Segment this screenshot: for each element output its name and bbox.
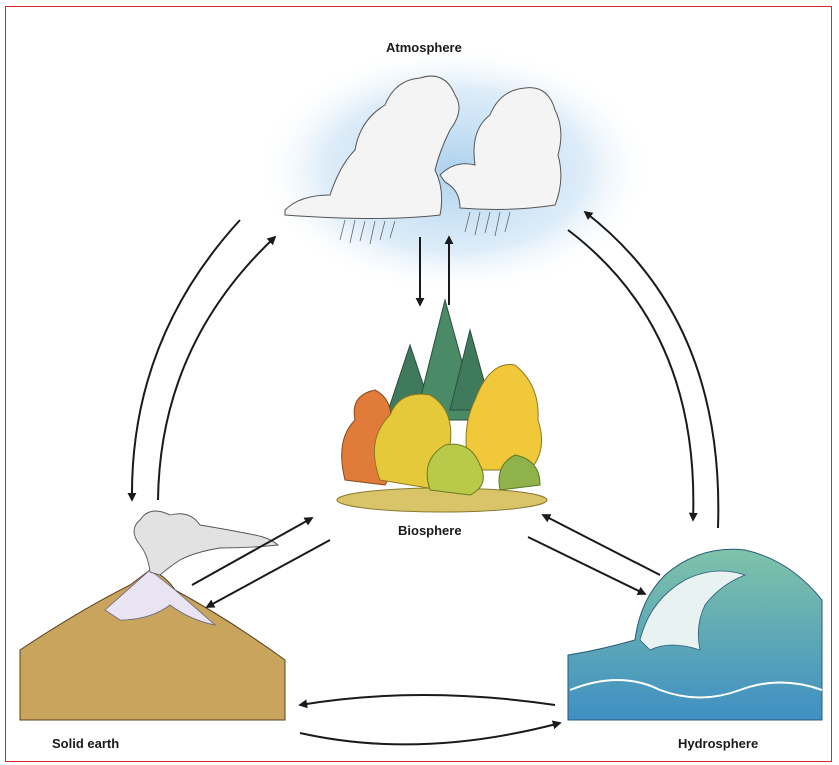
biosphere-illustration	[336, 298, 548, 513]
arrow-solid-earth-to-biosphere	[191, 517, 314, 586]
arrow-biosphere-to-solid-earth	[205, 539, 331, 608]
arrow-solid-earth-to-atmosphere	[157, 235, 277, 501]
label-biosphere: Biosphere	[398, 523, 462, 538]
rain-streaks	[339, 211, 511, 245]
hydrosphere-illustration	[567, 548, 823, 721]
figure-frame	[5, 6, 832, 762]
arrow-atmosphere-to-solid-earth	[127, 219, 241, 502]
wave-crest-line	[569, 679, 823, 699]
arrow-hydrosphere-to-biosphere	[541, 514, 661, 576]
label-solid-earth: Solid earth	[52, 736, 120, 751]
arrow-biosphere-to-hydrosphere	[527, 536, 647, 595]
wave-foam	[639, 570, 747, 651]
cloud-left	[284, 75, 460, 219]
volcanic-plume	[133, 510, 280, 576]
arrow-solid-earth-to-hydrosphere	[299, 720, 562, 746]
arrow-hydrosphere-to-solid-earth	[298, 694, 556, 709]
deciduous-tree-yellow	[465, 363, 543, 471]
shrub	[498, 454, 541, 491]
volcano-slope	[19, 569, 286, 721]
atmosphere-illustration	[255, 45, 655, 295]
label-atmosphere: Atmosphere	[386, 40, 462, 55]
snow-cap	[104, 569, 217, 626]
solid-earth-illustration	[19, 510, 286, 721]
label-hydrosphere: Hydrosphere	[678, 736, 759, 751]
shrub	[426, 443, 484, 496]
cloud-right	[439, 87, 562, 210]
flow-arrows	[127, 210, 720, 746]
arrow-atmosphere-to-hydrosphere	[567, 229, 698, 522]
arrow-hydrosphere-to-atmosphere	[583, 210, 720, 529]
